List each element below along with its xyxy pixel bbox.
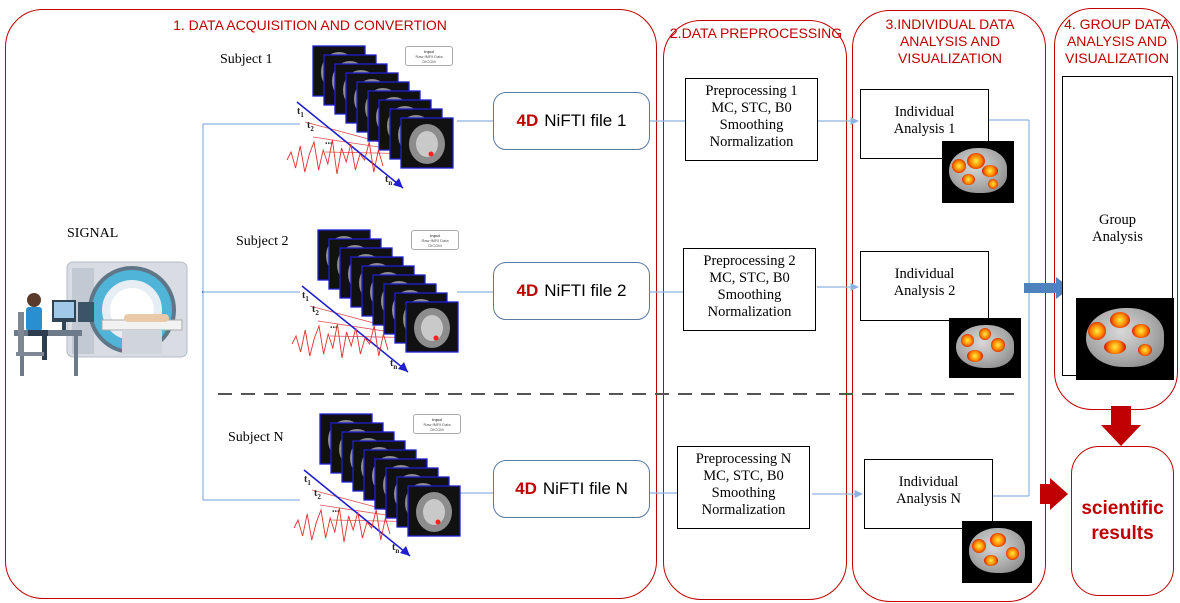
- section-preprocessing: [663, 20, 847, 600]
- section-individual-analysis: [852, 10, 1046, 602]
- input-tag-2: Input Raw fMRI Data DICOM: [411, 230, 459, 250]
- input-tag-format: DICOM: [428, 243, 442, 248]
- scientific-results-box: scientific results: [1071, 446, 1174, 596]
- subject-label-2: Subject 2: [236, 234, 289, 249]
- preprocessing-box-2: Preprocessing 2 MC, STC, B0 Smoothing No…: [683, 248, 816, 331]
- nifti-4d-label: 4D: [515, 479, 537, 498]
- input-tag-format: DICOM: [430, 427, 444, 432]
- section-title-group-analysis: 4. GROUP DATA ANALYSIS AND VISUALIZATION: [1064, 16, 1170, 66]
- section-acquisition: [5, 9, 657, 599]
- preprocessing-steps: MC, STC, B0: [709, 270, 790, 286]
- time-label: t1: [304, 474, 311, 487]
- preprocessing-title: Preprocessing 2: [703, 253, 796, 269]
- individual-analysis-box-2: Individual Analysis 2: [860, 251, 989, 321]
- nifti-file-1: 4D NiFTI file 1: [493, 92, 650, 150]
- brain-activation-map-1: [942, 141, 1014, 203]
- preprocessing-smoothing: Smoothing: [717, 287, 782, 303]
- time-label: t1: [302, 290, 309, 303]
- time-label: ...: [332, 504, 340, 515]
- nifti-4d-label: 4D: [516, 281, 539, 300]
- preprocessing-title: Preprocessing 1: [705, 83, 798, 99]
- preprocessing-normalization: Normalization: [709, 134, 794, 150]
- preprocessing-steps: MC, STC, B0: [711, 100, 792, 116]
- result-line-2: results: [1091, 523, 1154, 544]
- input-tag-format: DICOM: [422, 59, 436, 64]
- preprocessing-smoothing: Smoothing: [719, 117, 784, 133]
- group-analysis-subtitle: Analysis: [1092, 229, 1143, 245]
- time-label: t2: [314, 488, 321, 501]
- time-label: ...: [330, 320, 338, 331]
- brain-activation-map-group: [1076, 298, 1174, 380]
- preprocessing-normalization: Normalization: [707, 304, 792, 320]
- input-tag-title: Input: [432, 417, 442, 422]
- nifti-file-name: NiFTI file N: [542, 479, 628, 498]
- group-analysis-title: Group: [1098, 212, 1137, 228]
- signal-label: SIGNAL: [67, 226, 119, 241]
- nifti-file-2: 4D NiFTI file 2: [493, 262, 650, 320]
- time-label: t2: [307, 120, 314, 133]
- time-label: t1: [297, 106, 304, 119]
- section-title-individual-analysis: 3.INDIVIDUAL DATA ANALYSIS AND VISUALIZA…: [885, 16, 1015, 66]
- input-tag-line: Raw fMRI Data: [421, 238, 449, 243]
- brain-activation-map-2: [949, 318, 1021, 378]
- input-tag-n: Input Raw fMRI Data DICOM: [413, 414, 461, 434]
- time-label: tn: [385, 174, 392, 187]
- analysis-subtitle: Analysis 1: [893, 121, 956, 137]
- result-line-1: scientific: [1081, 498, 1164, 519]
- preprocessing-title: Preprocessing N: [695, 451, 792, 467]
- preprocessing-box-1: Preprocessing 1 MC, STC, B0 Smoothing No…: [685, 78, 818, 161]
- analysis-title: Individual: [894, 104, 955, 120]
- input-tag-1: Input Raw fMRI Data DICOM: [405, 46, 453, 66]
- input-tag-title: Input: [430, 233, 440, 238]
- time-label: t2: [312, 304, 319, 317]
- input-tag-line: Raw fMRI Data: [423, 422, 451, 427]
- preprocessing-box-n: Preprocessing N MC, STC, B0 Smoothing No…: [677, 446, 810, 529]
- time-label: ...: [325, 136, 333, 147]
- input-tag-line: Raw fMRI Data: [415, 54, 443, 59]
- analysis-subtitle: Analysis 2: [893, 283, 956, 299]
- mri-scanner-illustration: [12, 252, 202, 382]
- nifti-file-name: NiFTI file 1: [544, 111, 627, 130]
- subject-label-1: Subject 1: [220, 52, 273, 67]
- preprocessing-steps: MC, STC, B0: [703, 468, 784, 484]
- section-title-preprocessing: 2.DATA PREPROCESSING: [669, 25, 843, 41]
- nifti-file-n: 4D NiFTI file N: [493, 460, 650, 518]
- analysis-title: Individual: [898, 474, 959, 490]
- brain-activation-map-n: [962, 521, 1032, 583]
- section-title-acquisition: 1. DATA ACQUISITION AND CONVERTION: [173, 17, 447, 33]
- time-label: tn: [392, 542, 399, 555]
- individual-analysis-box-n: Individual Analysis N: [864, 459, 993, 529]
- preprocessing-normalization: Normalization: [701, 502, 786, 518]
- analysis-title: Individual: [894, 266, 955, 282]
- preprocessing-smoothing: Smoothing: [711, 485, 776, 501]
- analysis-subtitle: Analysis N: [896, 491, 961, 507]
- subject-label-n: Subject N: [228, 430, 284, 445]
- time-label: tn: [390, 358, 397, 371]
- nifti-file-name: NiFTI file 2: [544, 281, 627, 300]
- input-tag-title: Input: [424, 49, 434, 54]
- nifti-4d-label: 4D: [516, 111, 539, 130]
